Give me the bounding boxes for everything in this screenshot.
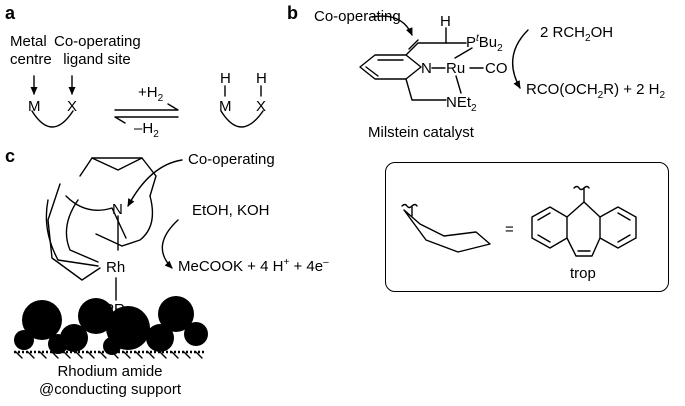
dibenzo-attach-wavy: [573, 185, 590, 191]
surface-hatch: [15, 351, 203, 359]
pyridine-ring: [359, 54, 422, 80]
coop-site-label: Co-operating ligand site: [54, 33, 141, 68]
forward-reagent: +H2: [138, 84, 164, 104]
methine-H: H: [440, 13, 451, 30]
ruthenium-label: Ru: [446, 60, 466, 77]
cyclooctene-backbone: [47, 183, 101, 281]
protonated-X: X: [256, 98, 267, 115]
rhodium-amide-caption: Rhodium amide @conducting support: [39, 363, 181, 398]
panel-c-letter: c: [5, 146, 16, 166]
seven-ring-bottom: [566, 237, 601, 257]
alcohol-curved-arrow: [511, 29, 529, 89]
coop-label-b: Co-operating: [314, 8, 401, 25]
ru-p-bond: [454, 47, 473, 59]
coop-arrow-b: [371, 15, 413, 36]
cage-bridge-back: [45, 199, 99, 267]
ru-net2-bond: [455, 75, 462, 94]
trop-attach-wavy: [401, 203, 418, 209]
ethanol-reagent: EtOH, KOH: [192, 202, 270, 219]
methylidene-double: [408, 39, 419, 50]
carbonyl-label: CO: [485, 60, 508, 77]
koh-curved-arrow: [161, 219, 179, 269]
metal-M: M: [28, 98, 41, 115]
dibenzo-right-double: [617, 212, 631, 243]
cage-ring-left: [65, 199, 99, 263]
milstein-caption: Milstein catalyst: [368, 124, 474, 141]
reverse-half-arrow: [114, 116, 179, 124]
metal-H: H: [220, 70, 231, 87]
metal-centre-label: Metal centre: [10, 33, 52, 68]
phosphine-PR3: PR3: [104, 301, 131, 321]
acetate-product: MeCOOK + 4 H+ + 4e–: [178, 257, 329, 275]
dibenzo-left-double: [537, 212, 551, 243]
trop-cage-inner: [91, 157, 143, 171]
ligand-backbone-left: [31, 110, 74, 128]
trop-cage-outer: [79, 157, 157, 197]
conducting-support-particles: [14, 296, 208, 355]
methylidene-arm: [405, 42, 447, 56]
coop-label-c: Co-operating: [188, 151, 275, 168]
cage-ring-right: [121, 195, 154, 247]
trop-definition-box: [385, 162, 669, 292]
alcohol-reagent: 2 RCH2OH: [540, 24, 614, 44]
cage-bridge-front: [65, 195, 127, 239]
trop-label: trop: [570, 265, 596, 282]
ester-product: RCO(OCH2R) + 2 H2: [526, 81, 666, 101]
ligand-H: H: [256, 70, 267, 87]
trop-half-chair: [403, 209, 491, 253]
pyridine-N: N: [421, 60, 432, 77]
amide-N: N: [112, 201, 123, 218]
diethylamine-label: NEt2: [446, 94, 477, 114]
hydride-M: M: [219, 98, 232, 115]
phosphine-label: PtBu2: [466, 33, 503, 54]
pyridine-double-2: [365, 66, 379, 77]
amine-arm: [405, 78, 447, 101]
panel-b-letter: b: [287, 3, 298, 23]
reverse-reagent: –H2: [134, 120, 159, 140]
ligand-X: X: [67, 98, 78, 115]
coop-arrow-c: [127, 159, 183, 207]
ligand-backbone-right: [220, 110, 264, 128]
rhodium-label: Rh: [106, 259, 126, 276]
equals-sign: =: [505, 221, 514, 238]
forward-half-arrow: [114, 103, 179, 111]
panel-a-letter: a: [5, 3, 16, 23]
